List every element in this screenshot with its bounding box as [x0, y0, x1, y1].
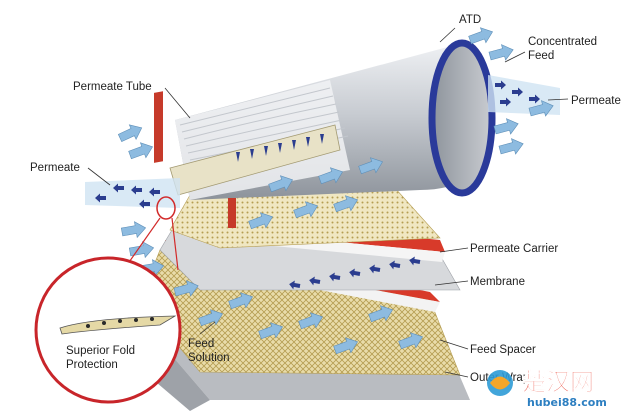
label-membrane: Membrane	[470, 276, 525, 288]
labels: ATD Concentrated Feed Permeate Permeate …	[30, 14, 621, 384]
label-permeate-carrier: Permeate Carrier	[470, 243, 558, 255]
watermark-cn: 楚汉网	[522, 368, 594, 396]
label-atd: ATD	[459, 14, 481, 26]
permeate-arrows-tube	[236, 134, 324, 162]
permeate-left-flow	[85, 178, 180, 209]
label-permeate-tube: Permeate Tube	[73, 81, 152, 93]
label-concentrated-feed: Feed	[528, 50, 554, 62]
label-feed-solution-1: Feed	[188, 338, 214, 350]
watermark-url: hubei88.com	[527, 396, 607, 409]
leader-lines	[87, 27, 569, 378]
zoom-circle	[34, 256, 182, 404]
label-permeate-right: Permeate	[571, 95, 621, 107]
label-concentrated: Concentrated	[528, 36, 597, 48]
label-feed-spacer: Feed Spacer	[470, 344, 536, 356]
label-feed-solution-2: Solution	[188, 352, 230, 364]
watermark: 楚汉网 hubei88.com	[487, 368, 607, 409]
label-superior-fold-2: Protection	[66, 359, 118, 371]
superior-fold-callout	[34, 196, 182, 404]
fold-detail	[59, 315, 177, 335]
label-superior-fold-1: Superior Fold	[66, 345, 135, 357]
label-permeate-left: Permeate	[30, 162, 80, 174]
